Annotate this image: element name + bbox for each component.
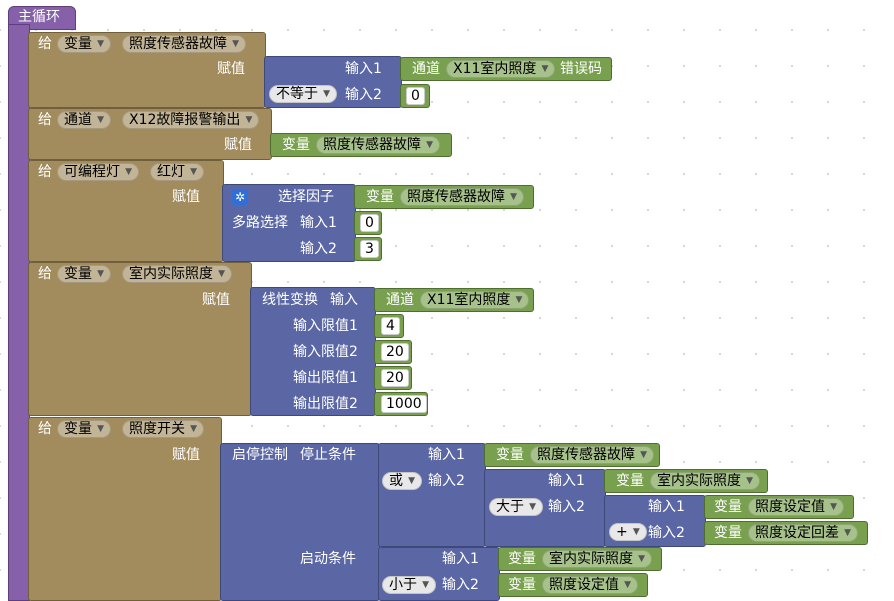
target-dropdown-5[interactable]: 照度开关▼ [122,420,204,438]
var-label-2: 变量 [282,137,310,153]
var-dropdown-5e[interactable]: 室内实际照度▼ [542,550,652,568]
channel-label-1: 通道 [412,61,440,77]
linear-input-label: 输入 [330,292,358,308]
var-block-5e[interactable] [498,547,662,571]
number-value-4d[interactable]: 1000 [381,395,427,413]
channel-block-4[interactable] [374,288,534,312]
var-label-5e: 变量 [508,551,536,567]
mux-label: 多路选择 [232,215,288,231]
number-value-0[interactable]: 0 [406,87,425,105]
var-label-3: 变量 [366,189,394,205]
plus-input1-label: 输入1 [648,499,685,515]
var-dropdown-2[interactable]: 照度传感器故障▼ [316,136,440,154]
linear-label: 线性变换 [262,292,318,308]
kind-dropdown-3[interactable]: 可编程灯▼ [57,163,139,181]
var-dropdown-3[interactable]: 照度传感器故障▼ [400,188,524,206]
var-label-5a: 变量 [496,447,524,463]
selector-label: 选择因子 [278,189,334,205]
main-loop-label: 主循环 [18,9,60,25]
assign-label-4: 赋值 [202,292,230,308]
give-label-3: 给 [38,164,52,180]
give-label-4: 给 [38,266,52,282]
error-code-label: 错误码 [560,61,602,77]
var-dropdown-5b[interactable]: 室内实际照度▼ [650,472,760,490]
var-dropdown-5d[interactable]: 照度设定回差▼ [748,524,858,542]
channel-dropdown-1[interactable]: X11室内照度▼ [446,60,556,78]
out-lim2-label: 输出限值2 [293,396,358,412]
start-stop-label: 启停控制 [232,447,288,463]
assign-block-1[interactable] [28,32,266,108]
var-dropdown-5f[interactable]: 照度设定值▼ [542,576,638,594]
assign-label-5: 赋值 [172,447,200,463]
or-input1-label: 输入1 [428,447,465,463]
var-label-5c: 变量 [714,499,742,515]
var-dropdown-5c[interactable]: 照度设定值▼ [748,498,844,516]
target-dropdown-4[interactable]: 室内实际照度▼ [122,265,232,283]
var-type-dropdown-4[interactable]: 变量▼ [57,265,111,283]
var-label-5f: 变量 [508,577,536,593]
stop-condition-label: 停止条件 [300,447,356,463]
give-label-5: 给 [38,421,52,437]
var-block-5c[interactable] [704,495,854,519]
plus-operator-dropdown[interactable]: +▼ [609,523,647,541]
give-label-1: 给 [38,36,52,52]
assign-label-1: 赋值 [217,61,245,77]
in-lim2-label: 输入限值2 [293,344,358,360]
var-block-2[interactable] [270,133,452,157]
target-dropdown-1[interactable]: 照度传感器故障▼ [122,35,246,53]
lt-input1-label: 输入1 [442,551,479,567]
or-input2-label: 输入2 [428,473,465,489]
in-lim1-label: 输入限值1 [293,318,358,334]
start-condition-label: 启动条件 [300,551,356,567]
target-dropdown-2[interactable]: X12故障报警输出▼ [122,111,260,129]
assign-block-4[interactable] [28,262,252,416]
gt-input2-label: 输入2 [548,499,585,515]
number-value-3b[interactable]: 3 [360,240,379,258]
var-block-5b[interactable] [604,469,768,493]
var-block-5a[interactable] [484,443,660,467]
var-block-5f[interactable] [498,573,648,597]
var-type-dropdown-1[interactable]: 变量▼ [57,35,111,53]
or-block[interactable] [378,443,486,547]
gt-input1-label: 输入1 [548,473,585,489]
var-block-3[interactable] [354,185,534,209]
var-dropdown-5a[interactable]: 照度传感器故障▼ [530,446,654,464]
input2-label: 输入2 [345,87,382,103]
main-loop-body [8,24,30,601]
assign-label-3: 赋值 [172,189,200,205]
channel-dropdown-4[interactable]: X11室内照度▼ [420,291,530,309]
lt-operator-dropdown[interactable]: 小于▼ [382,576,436,594]
var-type-dropdown-5[interactable]: 变量▼ [57,420,111,438]
linear-block[interactable] [250,287,376,416]
give-label-2: 给 [38,112,52,128]
number-value-3a[interactable]: 0 [360,214,379,232]
out-lim1-label: 输出限值1 [293,370,358,386]
assign-label-2: 赋值 [224,137,252,153]
channel-type-dropdown-2[interactable]: 通道▼ [57,111,111,129]
number-value-4a[interactable]: 4 [381,317,400,335]
var-label-5b: 变量 [616,473,644,489]
gear-icon[interactable]: ✲ [232,189,248,205]
or-operator-dropdown[interactable]: 或▼ [382,472,422,490]
operator-dropdown-1[interactable]: 不等于▼ [269,85,337,103]
assign-block-5[interactable] [28,417,222,601]
var-block-5d[interactable] [704,521,868,545]
var-label-5d: 变量 [714,525,742,541]
assign-block-2[interactable] [28,108,272,160]
mux-input1-label: 输入1 [300,215,337,231]
number-value-4b[interactable]: 20 [381,343,409,361]
channel-block-1[interactable] [400,57,612,81]
plus-input2-label: 输入2 [648,525,685,541]
mux-input2-label: 输入2 [300,241,337,257]
number-value-4c[interactable]: 20 [381,369,409,387]
input1-label: 输入1 [345,61,382,77]
target-dropdown-3[interactable]: 红灯▼ [150,163,204,181]
gt-operator-dropdown[interactable]: 大于▼ [489,498,543,516]
lt-input2-label: 输入2 [442,577,479,593]
channel-label-4: 通道 [386,292,414,308]
start-stop-block[interactable] [220,443,380,601]
